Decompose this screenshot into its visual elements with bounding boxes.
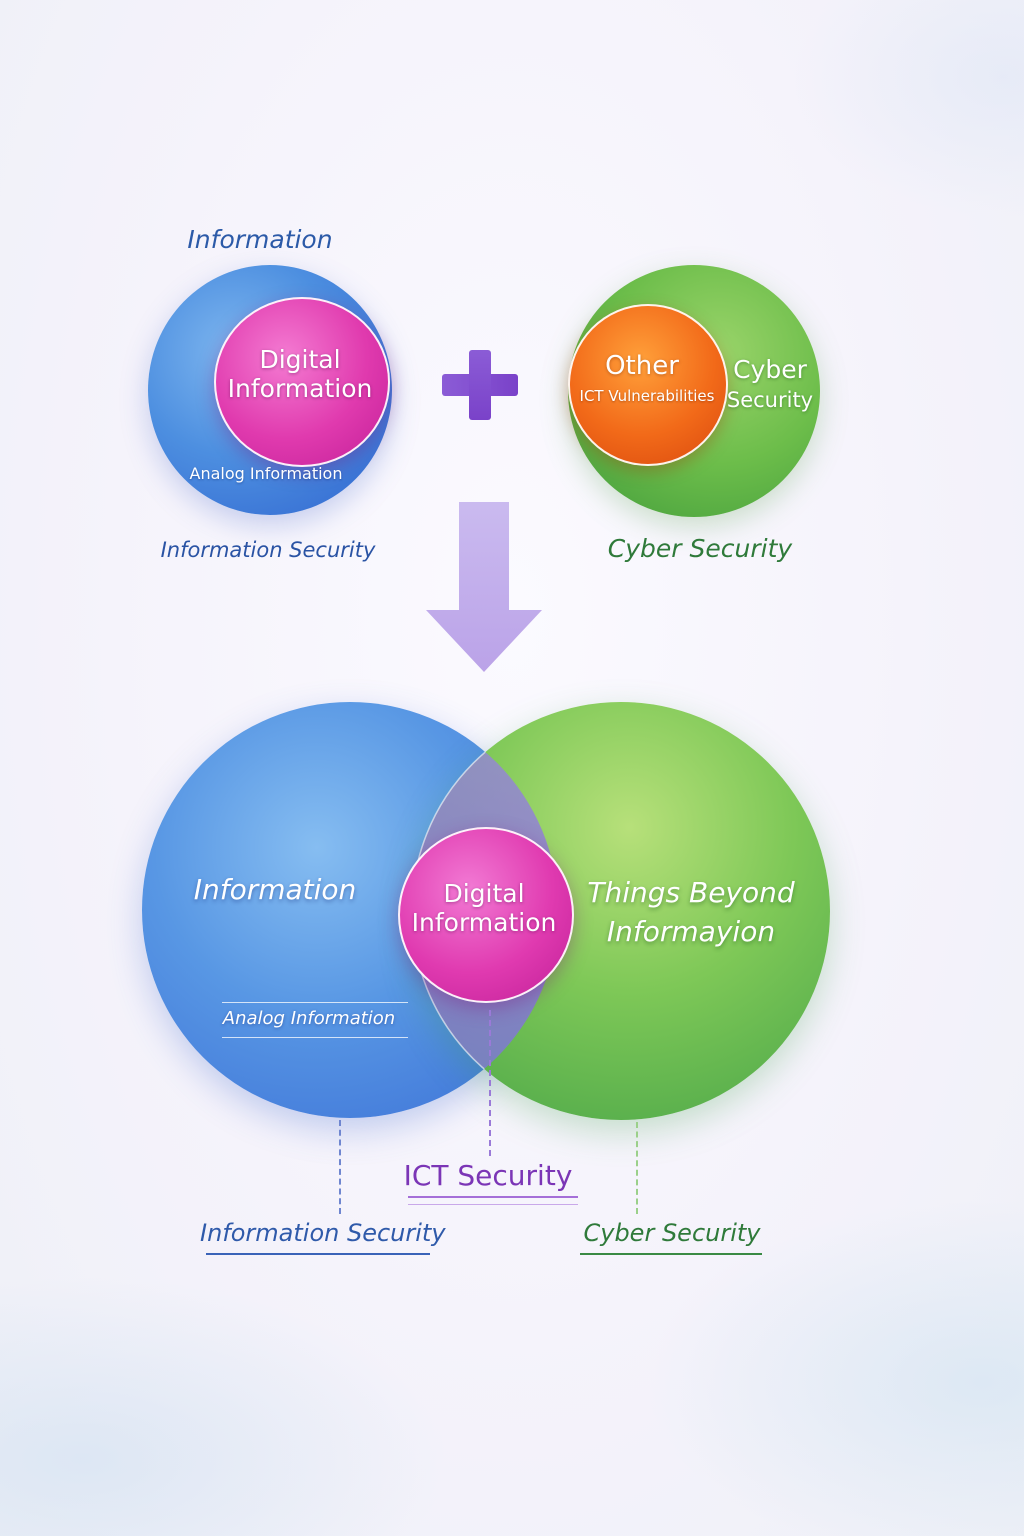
cyber-label: Cyber xyxy=(733,355,807,384)
down-arrow-icon xyxy=(426,502,542,672)
information-security-label: Information Security xyxy=(200,1219,446,1247)
security-label: Security xyxy=(726,388,814,412)
information-security-underline xyxy=(206,1253,430,1255)
venn-digital-information-label: Digital Information xyxy=(411,879,557,937)
plus-icon xyxy=(442,350,518,420)
venn-things-beyond-information-label: Things Beyond Informayion xyxy=(587,876,795,948)
venn-digital-information-circle xyxy=(398,827,574,1003)
digital-information-circle xyxy=(214,297,390,467)
ict-security-label: ICT Security xyxy=(403,1159,573,1192)
information-security-caption: Information Security xyxy=(160,538,376,562)
analog-top-rule xyxy=(222,1002,408,1003)
information-title: Information xyxy=(187,225,333,254)
ict-vulnerabilities-label: ICT Vulnerabilities xyxy=(579,387,715,405)
cyber-security-caption: Cyber Security xyxy=(607,534,793,563)
ict-security-connector xyxy=(489,1010,491,1156)
analog-bottom-rule xyxy=(222,1037,408,1038)
other-label: Other xyxy=(605,351,679,381)
information-security-connector xyxy=(339,1120,341,1214)
other-ict-vulnerabilities-circle xyxy=(568,304,728,466)
venn-information-label: Information xyxy=(193,873,357,906)
digital-information-label: Digital Information xyxy=(227,345,373,403)
plus-icon-vertical-bar xyxy=(469,350,491,420)
cyber-security-underline xyxy=(580,1253,762,1255)
cyber-security-label: Cyber Security xyxy=(583,1219,761,1247)
ict-security-underline xyxy=(408,1196,578,1205)
cyber-security-connector xyxy=(636,1122,638,1214)
venn-analog-information-label: Analog Information xyxy=(222,1008,396,1029)
analog-information-label: Analog Information xyxy=(189,464,343,483)
